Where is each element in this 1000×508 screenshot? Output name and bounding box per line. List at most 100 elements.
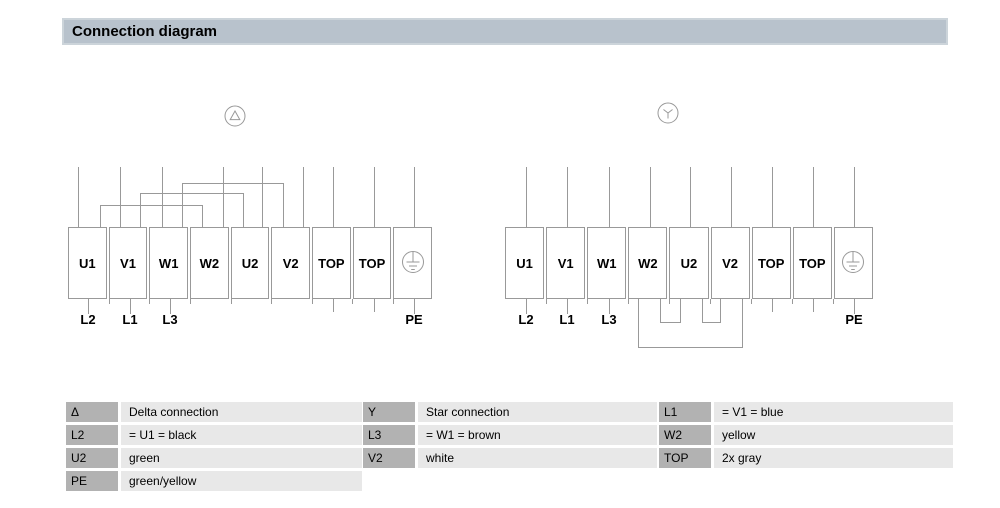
legend-key: Y [363, 402, 415, 422]
separator-tick [546, 299, 547, 304]
terminal-label: TOP [358, 255, 386, 271]
legend-value: yellow [714, 425, 953, 445]
terminal-cell: TOP [751, 227, 791, 299]
terminal-cell: V2 [271, 227, 311, 299]
legend-column: Δ Delta connection L2 = U1 = black U2 gr… [66, 402, 362, 494]
separator-tick [628, 299, 629, 304]
terminal-label: U1 [79, 255, 96, 271]
supply-wire [130, 299, 131, 314]
terminal-cell-pe [833, 227, 873, 299]
legend-row: U2 green [66, 448, 362, 468]
legend-key: Δ [66, 402, 118, 422]
supply-label: L2 [80, 312, 96, 327]
separator-tick [109, 299, 110, 304]
terminal-cell: V1 [546, 227, 586, 299]
legend-key: U2 [66, 448, 118, 468]
terminal-cell: W1 [149, 227, 189, 299]
pe-wire [854, 299, 855, 314]
terminal-label: TOP [799, 255, 826, 271]
legend-value: 2x gray [714, 448, 953, 468]
separator-tick [231, 299, 232, 304]
wire [609, 167, 610, 227]
legend-key: PE [66, 471, 118, 491]
separator-tick [271, 299, 272, 304]
wire [690, 167, 691, 227]
separator-tick [710, 299, 711, 304]
legend-row: L1 = V1 = blue [659, 402, 953, 422]
bridge-jumper [140, 193, 244, 227]
supply-label: L1 [559, 312, 575, 327]
wire [567, 167, 568, 227]
legend-value: Delta connection [121, 402, 362, 422]
separator-tick [393, 299, 394, 304]
terminal-label: W2 [199, 255, 220, 271]
legend-row: Y Star connection [363, 402, 657, 422]
terminal-label: U2 [680, 255, 698, 271]
terminal-label: V1 [120, 255, 136, 271]
legend-value: Star connection [418, 402, 657, 422]
bridge-jumper [182, 183, 284, 227]
terminal-label: W1 [597, 255, 617, 271]
bridge-jumper [100, 205, 203, 227]
supply-label: L3 [601, 312, 617, 327]
legend-value: = W1 = brown [418, 425, 657, 445]
legend-key: L2 [66, 425, 118, 445]
legend-key: V2 [363, 448, 415, 468]
separator-tick [149, 299, 150, 304]
legend-key: TOP [659, 448, 711, 468]
wire [78, 167, 79, 227]
wire [303, 167, 304, 227]
terminal-cell: U1 [68, 227, 107, 299]
top-wire [333, 299, 334, 312]
star-point-bridge [638, 299, 743, 348]
separator-tick [312, 299, 313, 304]
terminal-label: TOP [757, 255, 785, 271]
wire [813, 167, 814, 227]
legend-column: L1 = V1 = blue W2 yellow TOP 2x gray [659, 402, 953, 471]
terminal-cell: TOP [792, 227, 832, 299]
terminal-cell: U2 [230, 227, 270, 299]
star-point-bridge [702, 299, 721, 323]
separator-tick [751, 299, 752, 304]
terminal-label: U2 [241, 255, 259, 271]
wire [526, 167, 527, 227]
legend-key: W2 [659, 425, 711, 445]
legend-row: L3 = W1 = brown [363, 425, 657, 445]
legend-value: = U1 = black [121, 425, 362, 445]
legend-value: green [121, 448, 362, 468]
terminal-cell: W2 [190, 227, 229, 299]
terminal-cell: V1 [108, 227, 148, 299]
supply-label: L2 [518, 312, 534, 327]
wire [731, 167, 732, 227]
separator-tick [352, 299, 353, 304]
pe-label: PE [405, 312, 423, 327]
terminal-label: V1 [557, 255, 574, 271]
terminal-cell: U1 [505, 227, 545, 299]
terminal-cell: W2 [628, 227, 668, 299]
supply-wire [526, 299, 527, 314]
terminal-cell: U2 [669, 227, 709, 299]
legend-row: W2 yellow [659, 425, 953, 445]
section-header: Connection diagram [62, 18, 948, 45]
terminal-label: TOP [318, 255, 345, 271]
top-wire [772, 299, 773, 312]
wire [162, 167, 163, 227]
top-wire [813, 299, 814, 312]
separator-tick [792, 299, 793, 304]
separator-tick [587, 299, 588, 304]
star-point-bridge [660, 299, 681, 323]
terminal-label: W1 [158, 255, 179, 271]
legend-row: Δ Delta connection [66, 402, 362, 422]
legend-column: Y Star connection L3 = W1 = brown V2 whi… [363, 402, 657, 471]
terminal-label: V2 [722, 255, 739, 271]
legend-row: PE green/yellow [66, 471, 362, 491]
wire [772, 167, 773, 227]
star-symbol-icon [657, 102, 679, 124]
legend-row: TOP 2x gray [659, 448, 953, 468]
legend-row: L2 = U1 = black [66, 425, 362, 445]
pe-label: PE [845, 312, 863, 327]
terminal-block-delta: U1 V1 W1 W2 U2 V2 TOP TOP [68, 227, 433, 299]
legend-value: white [418, 448, 657, 468]
pe-wire [414, 299, 415, 314]
